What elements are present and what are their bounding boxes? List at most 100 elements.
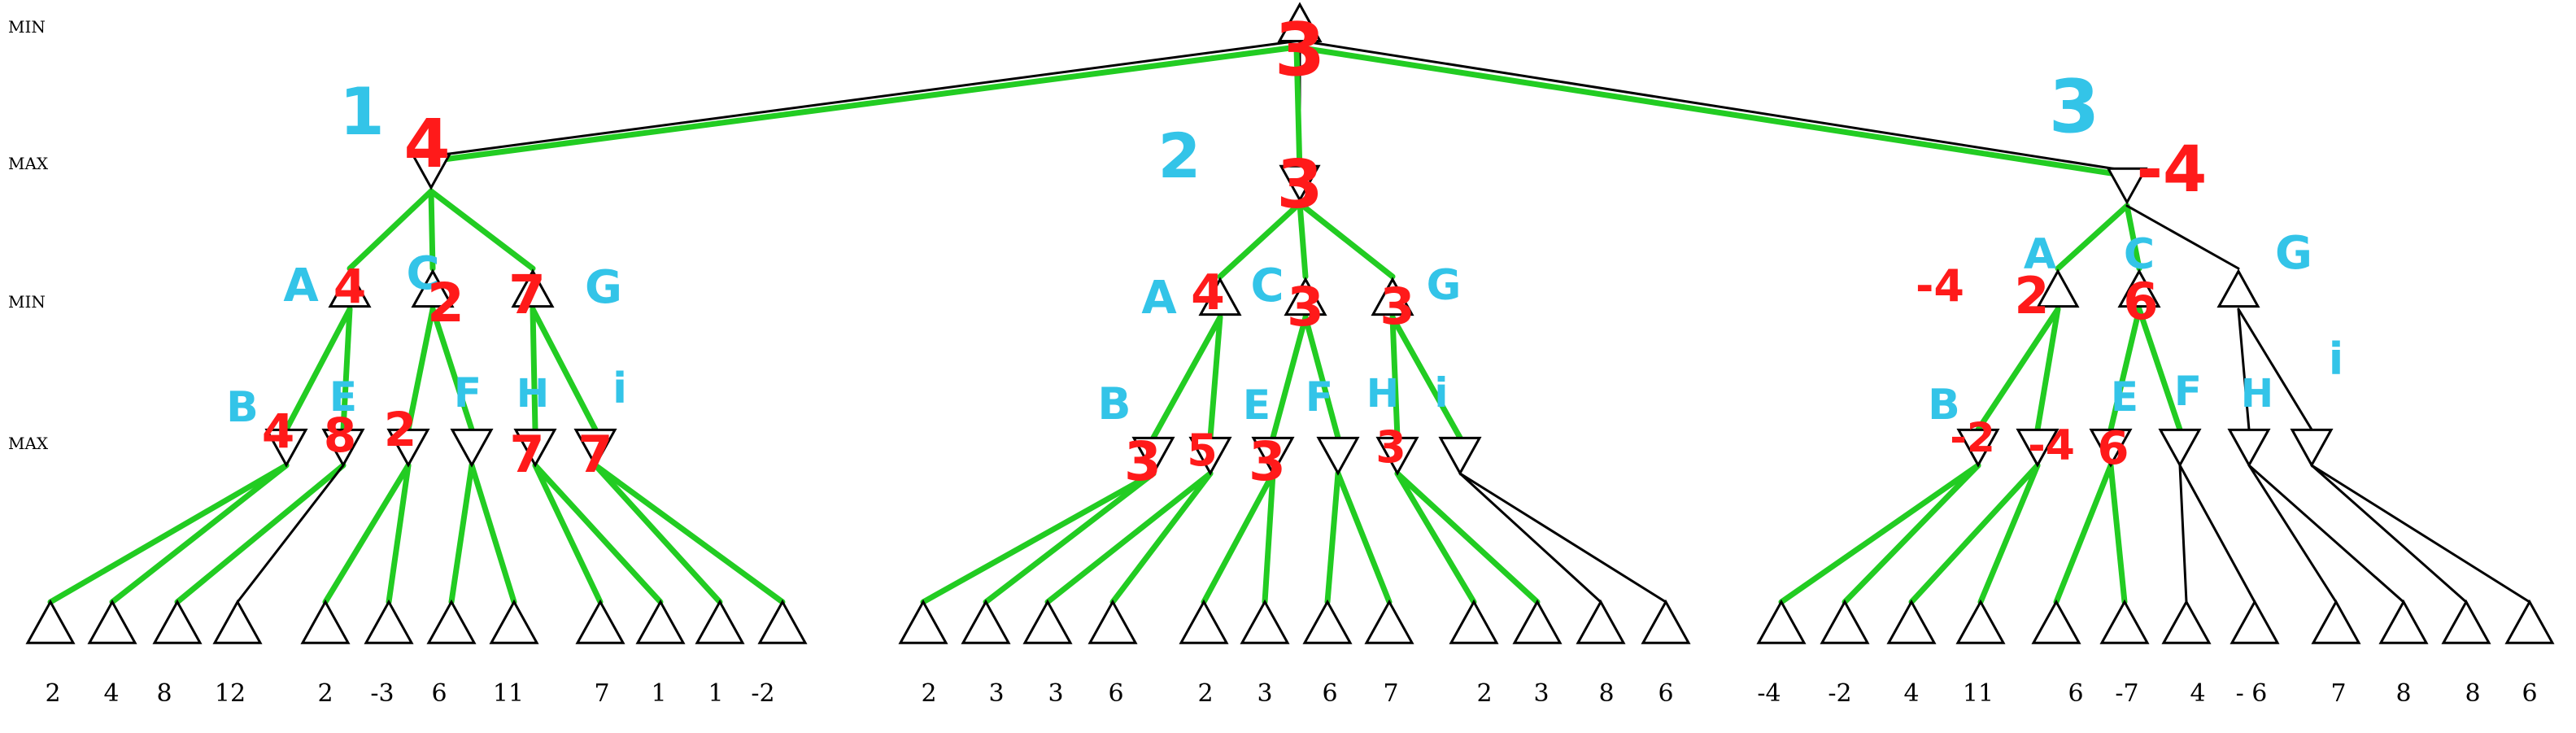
level-label-min-root: MIN [8, 17, 46, 37]
edge-max2-24-leaf-2-green [1335, 470, 1393, 605]
min-letter-1g: G [585, 261, 622, 314]
min-value-2a: 4 [1191, 264, 1225, 321]
max-node-3 [2106, 167, 2148, 205]
edge-root-max-green-2 [1293, 44, 1303, 177]
leaf-node-1-1 [25, 599, 76, 644]
leaf-value: 8 [1598, 679, 1614, 708]
leaf-value: 12 [215, 679, 246, 708]
edge-min12-max2-2-green [429, 306, 475, 433]
edge-max2-13-leaf-1-green [322, 462, 412, 605]
min-node-3-1 [2036, 268, 2080, 308]
leaf-node-1-3 [152, 599, 203, 644]
leaf-value: 4 [2190, 679, 2205, 708]
leaf-node-3-10 [2378, 599, 2429, 644]
min-letter-3g: G [2275, 227, 2312, 280]
leaf-node-3-11 [2441, 599, 2491, 644]
leaf-value: 11 [493, 679, 524, 708]
leaf-value: 6 [1108, 679, 1123, 708]
max2-value-2h: 3 [1375, 421, 1406, 473]
edge-max2-min1-green [1217, 200, 1303, 280]
min-value-2g: 3 [1380, 277, 1414, 336]
leaf-node-1-10 [635, 599, 686, 644]
max2-node-3-6 [2290, 428, 2334, 468]
edge-max2-min3-green [1297, 200, 1396, 280]
max-value-2: 3 [1276, 146, 1323, 224]
lower-letter-3f: F [2174, 368, 2202, 415]
edge-min31-max2-1-green [1975, 306, 2061, 433]
min-letter-3a: A [2024, 230, 2056, 279]
level-label-min-2: MIN [8, 292, 46, 312]
subtree-number-3: 3 [2049, 64, 2100, 150]
edge-max2-12-leaf-1-green [174, 462, 347, 605]
leaf-node-1-9 [575, 599, 625, 644]
leaf-node-2-9 [1449, 599, 1499, 644]
min-node-2-3 [1371, 277, 1414, 316]
leaf-node-2-11 [1576, 599, 1626, 644]
min-node-3-2 [2117, 268, 2161, 308]
max2-node-1-4 [450, 428, 494, 468]
lower-letter-1h: H [517, 371, 549, 417]
min-letter-1c: C [406, 247, 439, 300]
edge-max2-21-leaf-2-green [983, 470, 1157, 605]
max-node-2 [1279, 164, 1321, 203]
leaf-node-1-11 [695, 599, 745, 644]
min-value-1c: 2 [427, 272, 464, 334]
lower-letter-1e: E [329, 373, 357, 421]
max2-node-1-2 [321, 428, 365, 468]
max2-node-3-4 [2158, 428, 2202, 468]
leaf-value: 3 [1257, 679, 1272, 708]
leaf-node-2-6 [1240, 599, 1290, 644]
leaf-value: 6 [1322, 679, 1337, 708]
leaf-value: 4 [103, 679, 119, 708]
edge-max2-26-leaf-1 [1458, 472, 1602, 604]
min-letter-1a: A [283, 260, 319, 312]
edge-max2-12-leaf-2 [236, 464, 345, 604]
edge-max2-31-leaf-2-green [1842, 462, 1981, 605]
min-node-2-1 [1198, 277, 1242, 316]
max2-node-1-1 [264, 428, 308, 468]
edge-max2-36-leaf-1 [2310, 464, 2468, 604]
edge-max2-22-leaf-1-green [1044, 470, 1214, 605]
lower-letter-3h: H [2241, 371, 2273, 417]
lower-letter-2i: i [1434, 369, 1448, 417]
max2-value-1b: 4 [262, 404, 294, 459]
min-node-1-1 [328, 268, 372, 308]
edge-max2-32-leaf-1-green [1908, 462, 2041, 605]
leaf-value: 3 [1048, 679, 1063, 708]
max-node-1 [410, 152, 452, 190]
tree-nodes [25, 2, 2555, 644]
lower-letter-3b: B [1928, 381, 1960, 430]
edge-min11-max2-1-green [283, 306, 353, 433]
lower-letter-2e: E [1243, 382, 1271, 429]
edge-min32-max2-1-green [2107, 306, 2142, 433]
lower-letter-2f: F [1305, 373, 1333, 421]
edge-min21-max2-1-green [1150, 314, 1223, 441]
leaf-value: -3 [370, 679, 394, 708]
max2-value-3e: -4 [2028, 421, 2075, 470]
leaf-node-1-2 [87, 599, 137, 644]
lower-letter-1b: B [226, 383, 259, 432]
subtree-number-2: 2 [1158, 120, 1201, 192]
leaf-value: 8 [2395, 679, 2411, 708]
max-value-1: 4 [403, 106, 450, 183]
min-node-2-2 [1284, 277, 1327, 316]
leaf-value: 6 [2068, 679, 2083, 708]
edge-min32-max2-2-green [2136, 306, 2183, 433]
leaf-node-3-6 [2099, 599, 2150, 644]
leaf-node-2-3 [1022, 599, 1073, 644]
min-value-3g: 6 [2123, 272, 2158, 331]
edge-min11-max2-2-green [340, 306, 353, 433]
leaf-node-3-8 [2229, 599, 2280, 644]
leaf-node-1-8 [489, 599, 539, 644]
leaf-value: 7 [1383, 679, 1398, 708]
leaf-value: 8 [156, 679, 172, 708]
max2-value-2e: 5 [1187, 425, 1218, 476]
root-min-node [1277, 2, 1323, 42]
leaf-node-3-4 [1955, 599, 2006, 644]
lower-letter-3i: i [2329, 334, 2344, 385]
edge-max2-35-leaf-1 [2247, 464, 2338, 604]
edge-max2-23-leaf-2-green [1262, 470, 1276, 605]
leaf-value: -7 [2115, 679, 2138, 708]
